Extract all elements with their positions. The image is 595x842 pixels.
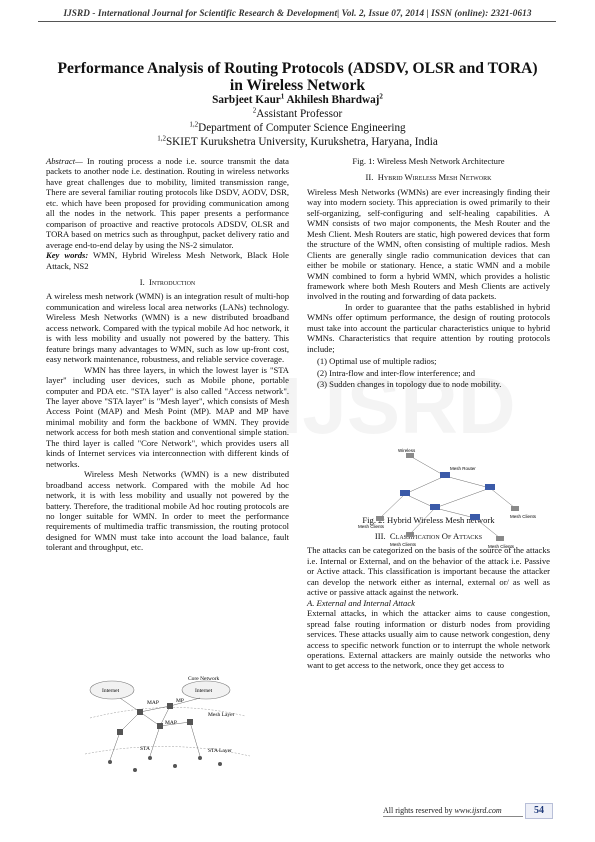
title-line-2: in Wireless Network <box>229 77 366 94</box>
keywords-label: Key words: <box>46 250 89 261</box>
hwmn-paragraph-2: In order to guarantee that the paths est… <box>307 301 550 354</box>
fig2-mesh-clients-2: Mesh Clients <box>510 514 537 519</box>
aff-2-text: Department of Computer Science Engineeri… <box>198 122 406 134</box>
hwmn-paragraph-1: Wireless Mesh Networks (WMNs) are ever i… <box>307 186 550 302</box>
section-1-number: I. <box>139 276 145 287</box>
fig1-map-2: MAP <box>165 720 177 726</box>
footer-rights: All rights reserved by www.ijsrd.com <box>383 806 502 815</box>
fig1-core-network: Core Network <box>188 676 220 682</box>
fig2-clients <box>376 453 519 541</box>
figure-2-hybrid-wmn: Wireless Mesh Router Mesh Clients Mesh C… <box>358 448 537 549</box>
paper-title: Performance Analysis of Routing Protocol… <box>40 60 555 94</box>
fig1-mesh-layer: Mesh Layer <box>208 712 235 718</box>
intro-paragraph-3: Wireless Mesh Networks (WMN) is a new di… <box>46 469 289 553</box>
author-2: Akhilesh Bhardwaj <box>286 94 380 106</box>
fig2-links <box>379 455 516 539</box>
fig1-nodes <box>108 703 222 772</box>
section-1-title: Introduction <box>149 276 196 287</box>
fig1-internet-2: Internet <box>195 688 213 694</box>
fig1-sta: STA <box>140 746 150 752</box>
authors: Sarbjeet Kaur1 Akhilesh Bhardwaj2 <box>40 92 555 106</box>
keywords: Key words: WMN, Hybrid Wireless Mesh Net… <box>46 250 289 271</box>
section-3-number: III. <box>374 530 386 541</box>
figure-1-wmn-architecture: Internet Internet Core Network MAP MP MA… <box>84 676 251 772</box>
affiliation-3: 1,2SKIET Kurukshetra University, Kuruksh… <box>40 134 555 148</box>
watermark: IJSRD <box>280 360 516 452</box>
fig1-mp: MP <box>176 698 184 704</box>
abstract: Abstract— In routing process a node i.e.… <box>46 156 289 250</box>
author-1-sup: 1 <box>280 92 285 101</box>
aff-2-sup: 1,2 <box>189 120 199 129</box>
keywords-text: WMN, Hybrid Wireless Mesh Network, Black… <box>46 250 289 271</box>
abstract-text: In routing process a node i.e. source tr… <box>46 156 289 250</box>
intro-paragraph-1: A wireless mesh network (WMN) is an inte… <box>46 291 289 365</box>
section-2-heading: II. Hybrid Wireless Mesh Network <box>307 172 550 182</box>
title-line-1: Performance Analysis of Routing Protocol… <box>57 60 538 77</box>
figure-1-caption: Fig. 1: Wireless Mesh Network Architectu… <box>352 156 505 166</box>
affiliation-1: 2Assistant Professor <box>40 106 555 120</box>
footer-site-link[interactable]: www.ijsrd.com <box>454 806 502 815</box>
figure-2-caption: Fig. 2: Hybrid Wireless Mesh network <box>362 514 495 525</box>
footer-rights-text: All rights reserved by <box>383 806 455 815</box>
abstract-label: Abstract— <box>46 156 83 166</box>
attacks-paragraph-2: External attacks, in which the attacker … <box>307 608 550 671</box>
list-item: (2) Intra-flow and inter-flow interferen… <box>317 367 476 378</box>
fig2-mesh-clients-3: Mesh Clients <box>390 542 417 547</box>
aff-1-text: Assistant Professor <box>256 108 343 120</box>
mesh-layer-boundary <box>89 707 246 719</box>
fig1-internet-1: Internet <box>102 688 120 694</box>
author-1: Sarbjeet Kaur <box>212 94 281 106</box>
author-2-sup: 2 <box>379 92 383 101</box>
fig1-map: MAP <box>147 700 159 706</box>
journal-header: IJSRD - International Journal for Scient… <box>63 8 532 18</box>
fig1-sta-layer: STA Layer <box>208 748 232 754</box>
intro-paragraph-2: WMN has three layers, in which the lowes… <box>46 364 289 469</box>
internet-cloud-2 <box>181 680 231 700</box>
affiliation-2: 1,2Department of Computer Science Engine… <box>40 120 555 134</box>
list-item: (3) Sudden changes in topology due to no… <box>317 379 502 390</box>
fig1-links <box>109 697 201 761</box>
fig2-routers <box>400 472 495 520</box>
page-number: 54 <box>525 803 553 819</box>
fig2-mesh-router: Mesh Router <box>450 466 476 471</box>
list-item: (1) Optimal use of multiple radios; <box>317 356 437 367</box>
section-2-number: II. <box>365 172 374 183</box>
header-rule <box>38 21 556 22</box>
aff-1-sup: 2 <box>252 106 257 115</box>
footer-rule <box>383 816 523 817</box>
internet-cloud-1 <box>89 680 135 700</box>
fig2-mesh-clients-1: Mesh Clients <box>358 524 385 529</box>
right-column: Fig. 1: Wireless Mesh Network Architectu… <box>307 156 550 671</box>
attacks-paragraph-1: The attacks can be categorized on the ba… <box>307 545 550 598</box>
section-3-heading: III. Classification Of Attacks <box>307 531 550 541</box>
left-column: Abstract— In routing process a node i.e.… <box>46 156 289 553</box>
section-3-title: Classification Of Attacks <box>389 530 483 541</box>
fig2-wireless: Wireless <box>398 448 416 453</box>
section-1-heading: I. Introduction <box>46 277 289 287</box>
aff-3-text: SKIET Kurukshetra University, Kurukshetr… <box>165 136 438 148</box>
hwmn-list: (1) Optimal use of multiple radios; (2) … <box>317 356 550 389</box>
subsection-a-heading: A. External and Internal Attack <box>307 597 415 608</box>
fig2-mesh-clients-4: Mesh Clients <box>488 544 515 549</box>
sta-layer-boundary <box>84 746 251 757</box>
section-2-title: Hybrid Wireless Mesh Network <box>377 172 492 183</box>
aff-3-sup: 1,2 <box>157 134 166 143</box>
